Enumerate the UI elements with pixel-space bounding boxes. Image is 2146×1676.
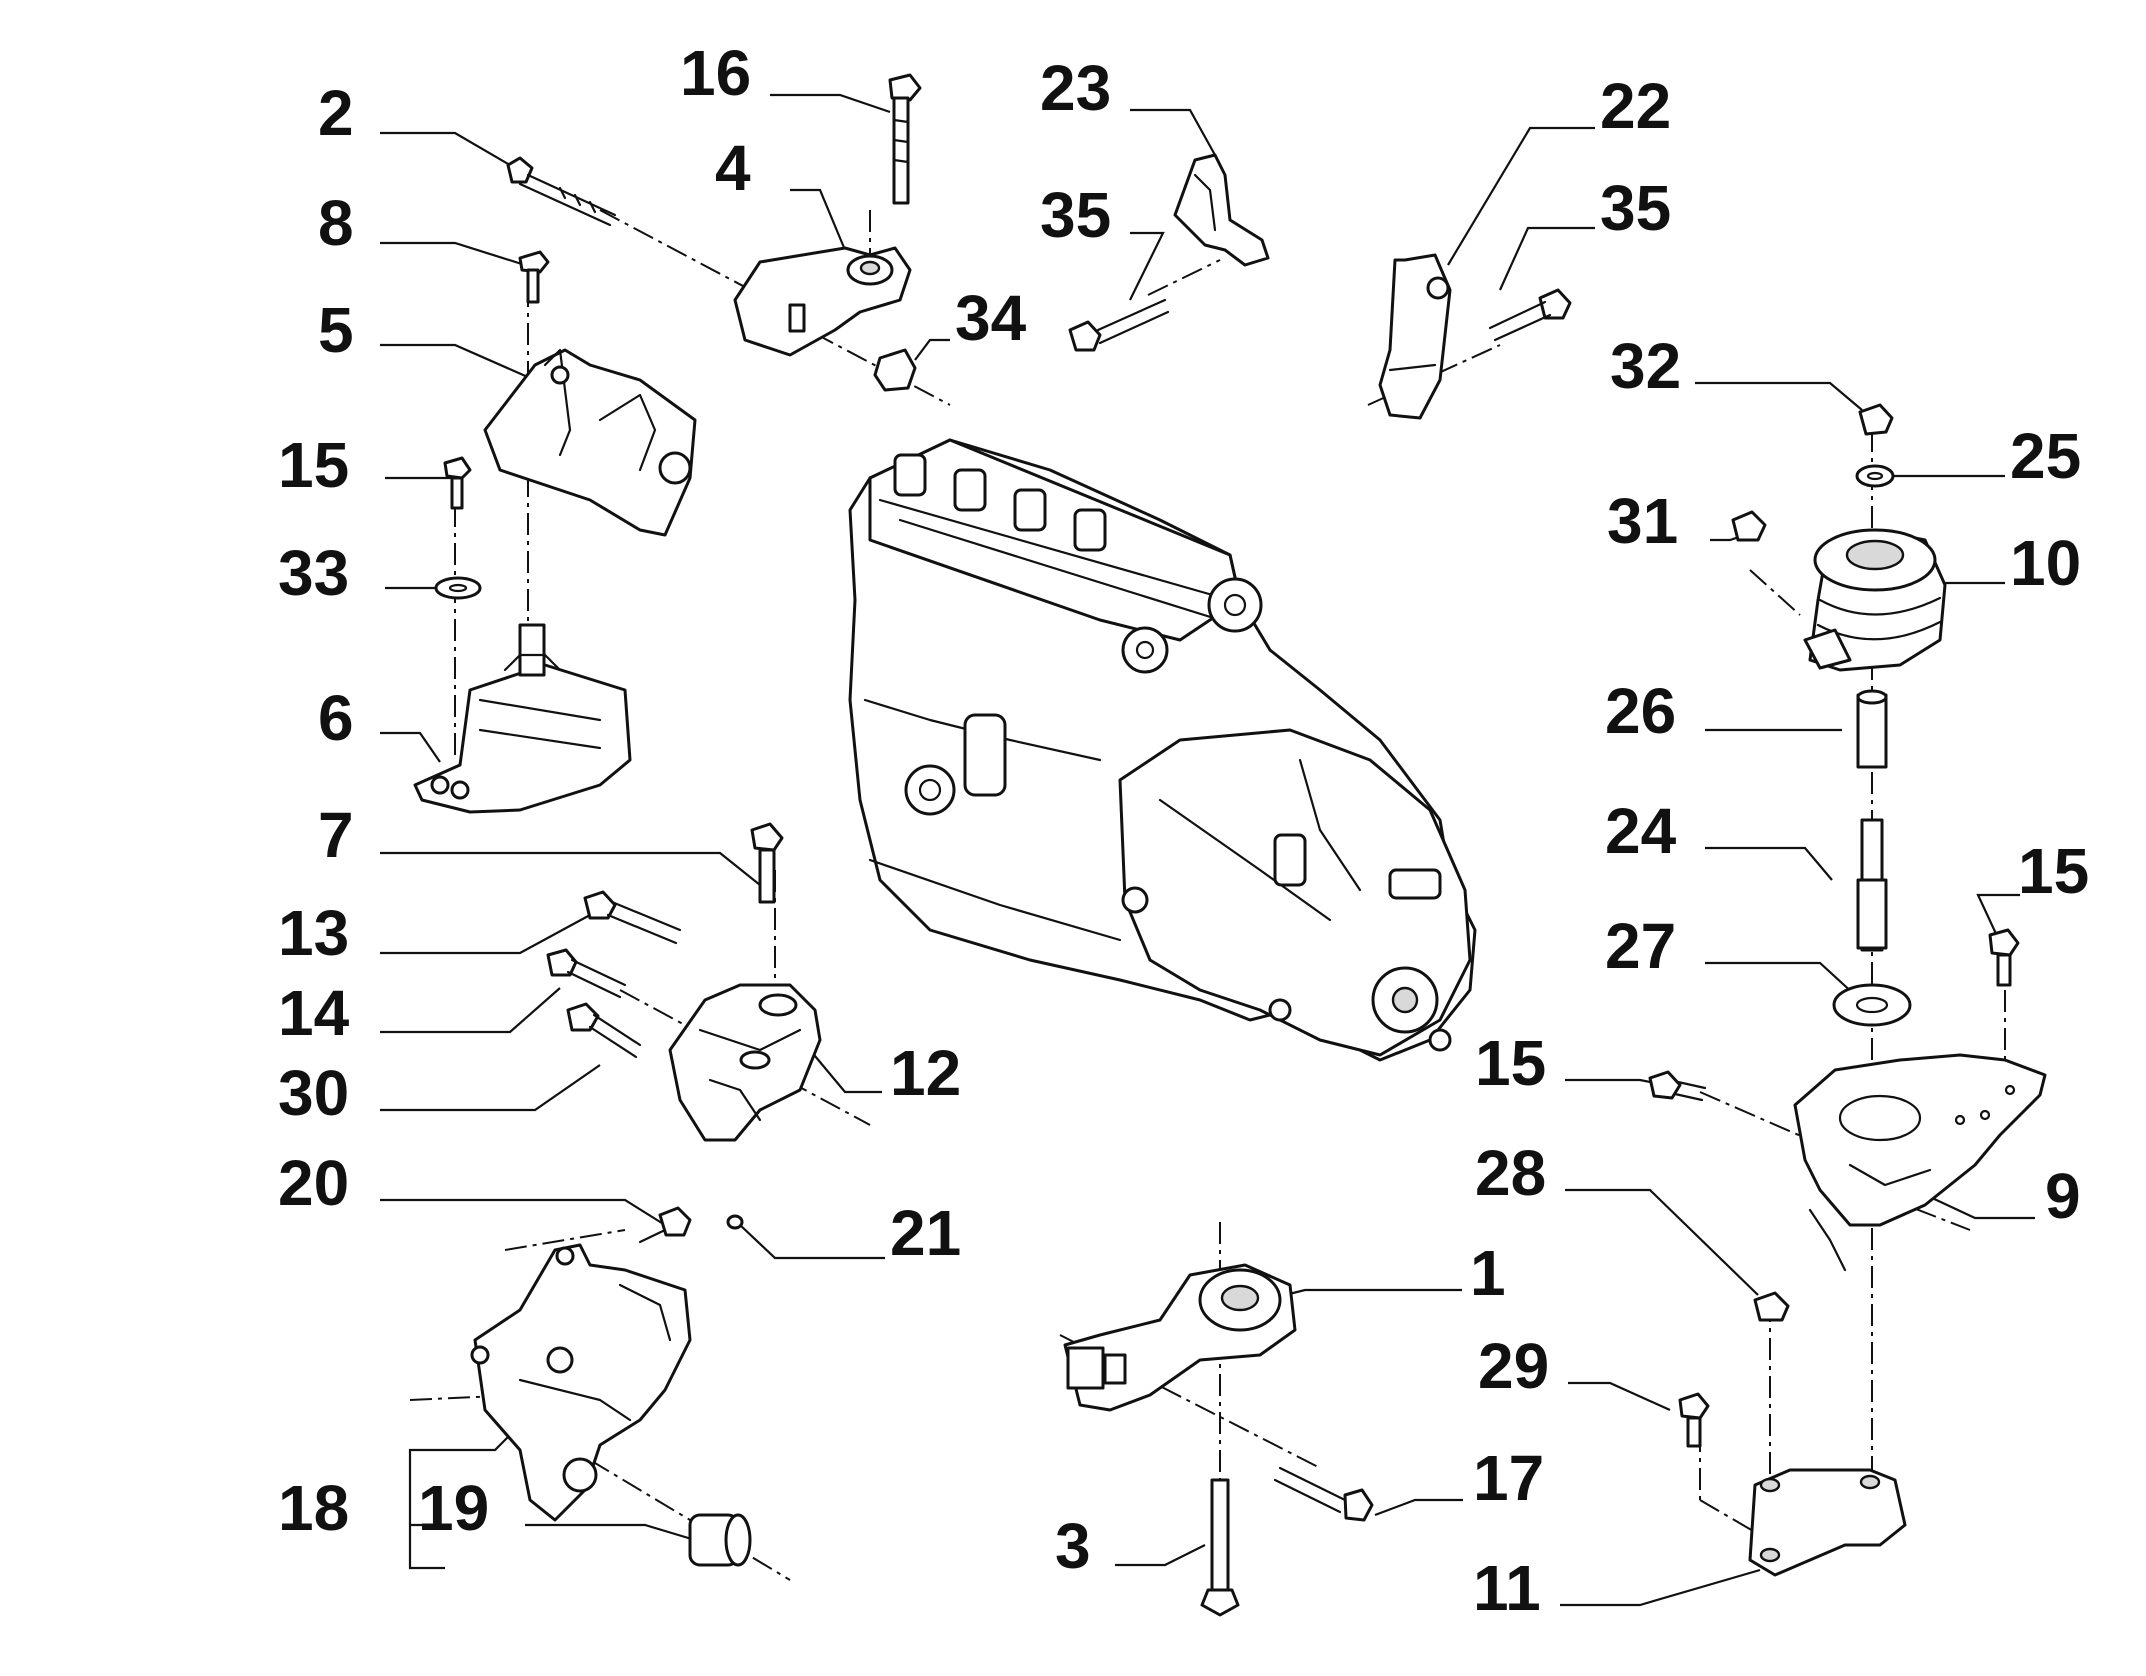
nut-34 bbox=[873, 348, 917, 392]
callout-31: 31 bbox=[1607, 485, 1678, 557]
bracket-4 bbox=[733, 246, 912, 357]
callout-15-left: 15 bbox=[278, 429, 349, 501]
callout-25: 25 bbox=[2010, 420, 2081, 492]
callout-1: 1 bbox=[1470, 1237, 1506, 1309]
nut-28 bbox=[1753, 1291, 1790, 1322]
washer-21 bbox=[726, 1214, 744, 1230]
bolt-29 bbox=[1678, 1392, 1710, 1448]
callout-26: 26 bbox=[1605, 675, 1676, 747]
bolt-16 bbox=[888, 73, 922, 205]
callout-15-right: 15 bbox=[2018, 835, 2089, 907]
engine-assembly bbox=[848, 438, 1477, 1062]
bolt-14 bbox=[546, 948, 627, 999]
callout-35-center: 35 bbox=[1040, 179, 1111, 251]
callout-35-right: 35 bbox=[1600, 172, 1671, 244]
callout-16: 16 bbox=[680, 37, 751, 109]
spacer-26 bbox=[1856, 689, 1888, 769]
bolt-20 bbox=[638, 1206, 692, 1244]
torque-rod-1 bbox=[1063, 1263, 1297, 1412]
callout-34: 34 bbox=[955, 282, 1027, 354]
bolt-3 bbox=[1200, 1478, 1240, 1617]
callout-labels: 2 8 5 15 33 6 7 13 14 30 12 20 21 18 19 … bbox=[278, 37, 2089, 1624]
callout-21: 21 bbox=[890, 1197, 961, 1269]
bolt-17 bbox=[1273, 1466, 1374, 1522]
callout-6: 6 bbox=[318, 682, 354, 754]
washer-33 bbox=[434, 576, 482, 600]
callout-2: 2 bbox=[318, 77, 354, 149]
bracket-11 bbox=[1748, 1468, 1907, 1577]
bolt-30 bbox=[566, 1002, 642, 1059]
leader-lines bbox=[380, 93, 2035, 1607]
bracket-18 bbox=[470, 1243, 692, 1522]
callout-8: 8 bbox=[318, 187, 354, 259]
callout-15-center: 15 bbox=[1475, 1027, 1546, 1099]
callout-4: 4 bbox=[715, 132, 751, 204]
callout-29: 29 bbox=[1478, 1330, 1549, 1402]
callout-27: 27 bbox=[1605, 910, 1676, 982]
callout-9: 9 bbox=[2045, 1160, 2081, 1232]
callout-12: 12 bbox=[890, 1037, 961, 1109]
bracket-23 bbox=[1173, 153, 1270, 267]
callout-7: 7 bbox=[318, 799, 354, 871]
nut-32 bbox=[1858, 403, 1894, 436]
callout-11: 11 bbox=[1473, 1552, 1541, 1624]
hydro-mount-10 bbox=[1803, 528, 1947, 672]
callout-3: 3 bbox=[1055, 1510, 1091, 1582]
callout-13: 13 bbox=[278, 897, 349, 969]
bolt-35-center bbox=[1068, 298, 1170, 352]
bracket-22 bbox=[1378, 253, 1452, 420]
callout-30: 30 bbox=[278, 1057, 349, 1129]
bracket-5 bbox=[483, 348, 697, 537]
mount-12 bbox=[668, 983, 822, 1142]
callout-18: 18 bbox=[278, 1472, 349, 1544]
bolt-8 bbox=[518, 250, 550, 304]
callout-28: 28 bbox=[1475, 1137, 1546, 1209]
callout-24: 24 bbox=[1605, 795, 1677, 867]
mount-6 bbox=[413, 623, 632, 814]
bolt-15-center bbox=[1648, 1070, 1707, 1102]
bolt-35-right bbox=[1488, 288, 1572, 342]
bolt-2 bbox=[506, 156, 617, 227]
callout-33: 33 bbox=[278, 537, 349, 609]
callout-19: 19 bbox=[418, 1472, 489, 1544]
callout-14: 14 bbox=[278, 977, 350, 1049]
washer-27 bbox=[1832, 983, 1912, 1027]
callout-32: 32 bbox=[1610, 330, 1681, 402]
bushing-19 bbox=[688, 1513, 752, 1567]
nut-31 bbox=[1731, 510, 1767, 542]
callout-20: 20 bbox=[278, 1147, 349, 1219]
bolt-7 bbox=[750, 822, 784, 904]
callout-17: 17 bbox=[1473, 1442, 1544, 1514]
callout-22: 22 bbox=[1600, 70, 1671, 142]
callout-23: 23 bbox=[1040, 52, 1111, 124]
pin-24 bbox=[1856, 818, 1888, 952]
washer-25 bbox=[1855, 464, 1895, 488]
bolt-13 bbox=[583, 890, 682, 945]
bracket-9 bbox=[1793, 1053, 2047, 1272]
bolt-15-right bbox=[1988, 928, 2020, 987]
callout-10: 10 bbox=[2010, 527, 2081, 599]
callout-5: 5 bbox=[318, 294, 354, 366]
bolt-15-left bbox=[443, 456, 472, 510]
